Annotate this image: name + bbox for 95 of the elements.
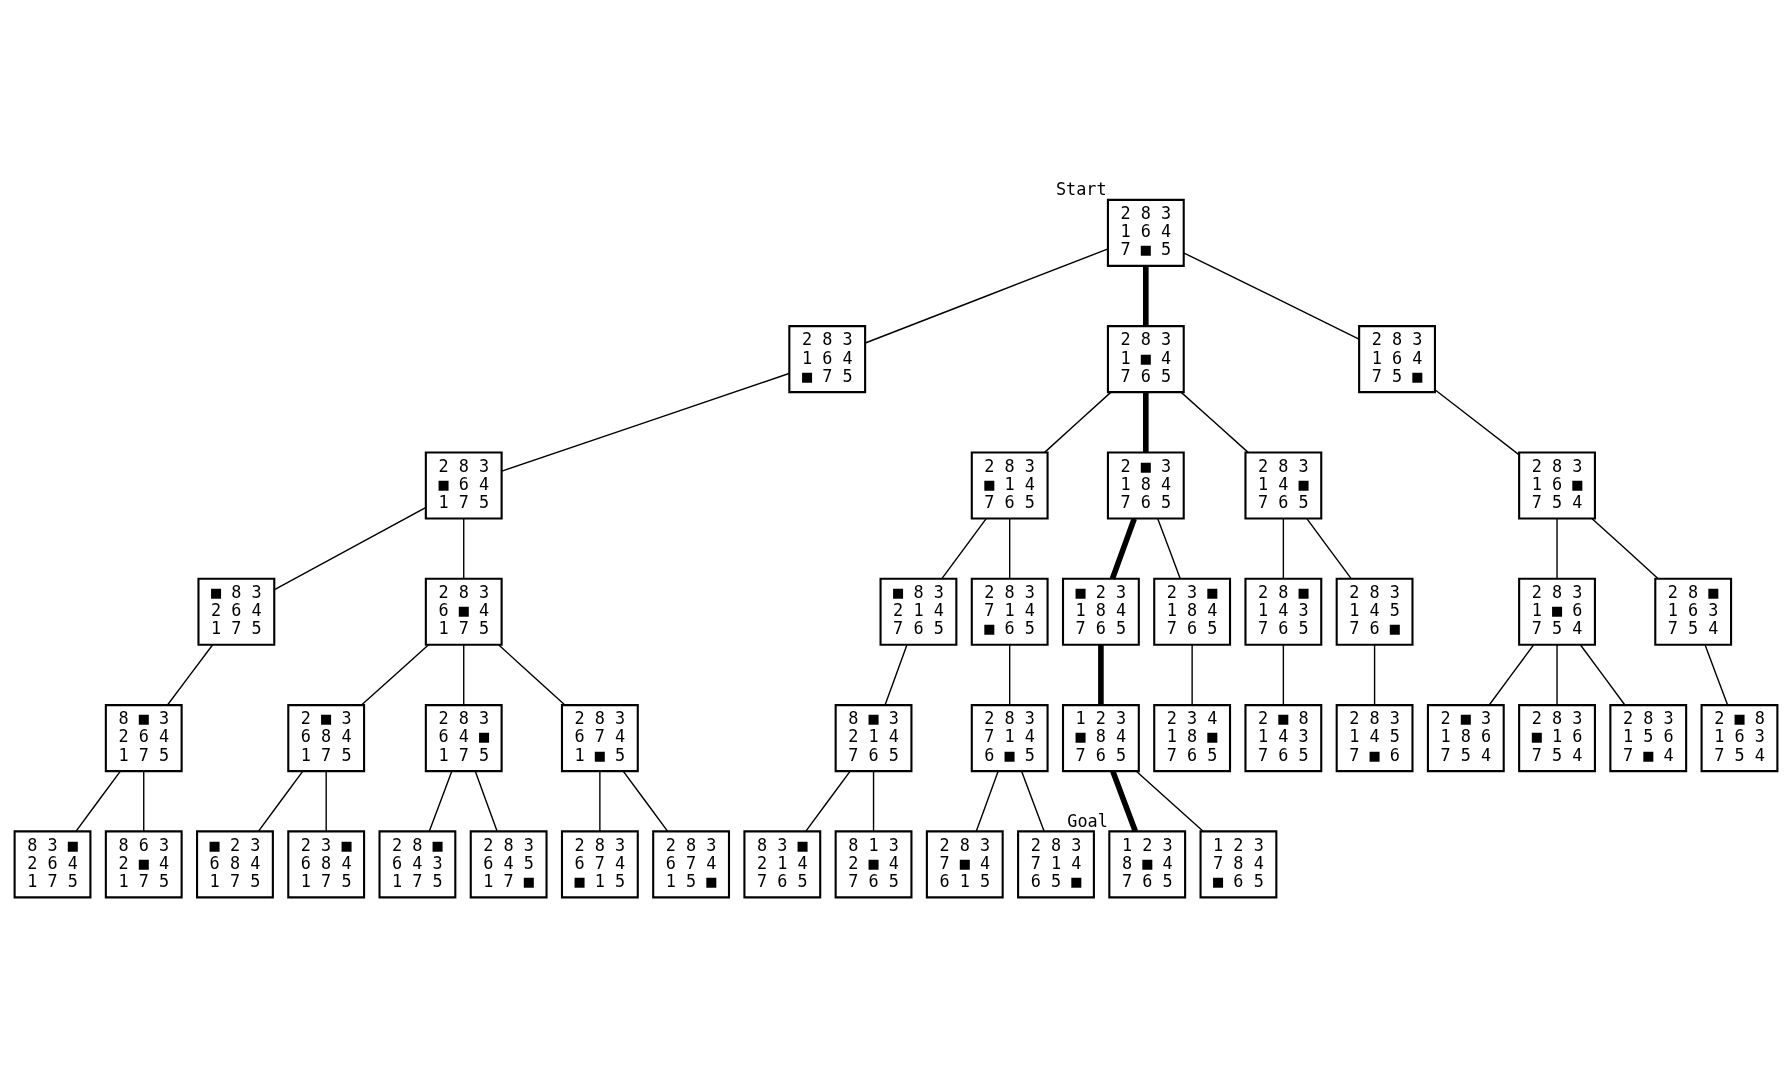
connector	[1143, 265, 1149, 326]
node-box: 2 8 ■ 1 6 3 7 5 4	[1654, 577, 1733, 646]
connector	[1109, 517, 1137, 580]
node-box: 2 ■ 8 1 6 3 7 5 4	[1700, 703, 1779, 772]
node-box: 8 ■ 3 2 1 4 7 6 5	[834, 703, 913, 772]
node-box: 2 8 3 7 1 4 6 5 ■	[1017, 829, 1095, 898]
node-box: 2 3 ■ 1 8 4 7 6 5	[1153, 577, 1232, 646]
node-box: 2 ■ 3 1 8 6 7 5 4	[1426, 703, 1505, 772]
node-box: 2 8 3 ■ 1 6 7 5 4	[1518, 703, 1596, 772]
node-box: 2 3 ■ 6 8 4 1 7 5	[287, 829, 366, 898]
node-box: 2 8 3 1 4 5 7 6 ■	[1335, 577, 1414, 646]
connector	[257, 770, 304, 832]
connector	[941, 517, 987, 579]
node-box: 2 ■ 3 6 8 4 1 7 5	[287, 703, 366, 772]
connector	[1157, 517, 1181, 579]
node-box: 8 1 3 2 ■ 4 7 6 5	[834, 829, 913, 898]
connector	[273, 506, 427, 590]
node-box: 2 8 3 1 5 6 7 ■ 4	[1609, 703, 1688, 772]
node-box: ■ 8 3 2 6 4 1 7 5	[197, 577, 276, 646]
connector	[872, 770, 875, 832]
connector	[1183, 251, 1360, 340]
connector	[1020, 770, 1045, 832]
node-label: Goal	[1067, 810, 1108, 831]
node-box: 2 8 3 6 7 4 ■ 1 5	[560, 829, 639, 898]
connector	[864, 247, 1109, 344]
node-box: 2 8 3 6 7 4 1 5 ■	[652, 829, 731, 898]
node-box: 1 2 3 8 ■ 4 7 6 5	[1108, 829, 1187, 898]
node-box: 2 8 3 1 6 4 7 ■ 5	[1106, 198, 1185, 267]
node-box: 2 ■ 8 1 4 3 7 6 5	[1244, 703, 1323, 772]
node-box: 2 8 ■ 1 4 3 7 6 5	[1244, 577, 1323, 646]
connector	[474, 770, 498, 832]
node-box: 2 8 3 1 4 5 7 ■ 6	[1335, 703, 1414, 772]
connector	[1008, 517, 1011, 579]
node-box: 2 8 3 6 7 4 1 ■ 5	[560, 703, 639, 772]
node-box: 2 8 3 7 1 4 ■ 6 5	[970, 577, 1049, 646]
connector	[75, 770, 121, 832]
node-box: 2 8 3 1 4 ■ 7 6 5	[1244, 450, 1323, 519]
connector	[599, 770, 601, 832]
connector	[1579, 643, 1626, 706]
connector	[463, 517, 465, 579]
connector	[1282, 517, 1285, 579]
node-box: 2 8 3 1 6 ■ 7 5 4	[1518, 450, 1596, 519]
node-box: 2 8 3 1 6 4 ■ 7 5	[788, 324, 867, 393]
connector	[166, 643, 214, 706]
node-box: 8 6 3 2 ■ 4 1 7 5	[104, 829, 183, 898]
connector	[622, 770, 669, 832]
connector	[1282, 643, 1285, 706]
connector	[1191, 643, 1193, 706]
connector	[498, 643, 566, 706]
connector	[1098, 644, 1104, 705]
connector	[428, 770, 453, 832]
connector	[1043, 391, 1112, 453]
node-box: 2 8 3 1 ■ 6 7 5 4	[1518, 577, 1596, 646]
node-box: 2 8 ■ 6 4 3 1 7 5	[378, 829, 457, 898]
node-box: 2 8 3 6 4 ■ 1 7 5	[424, 703, 503, 772]
node-box: 2 8 3 1 ■ 4 7 6 5	[1106, 324, 1185, 393]
connector	[1434, 388, 1520, 455]
connector	[1556, 643, 1558, 706]
connector	[1704, 643, 1729, 706]
connector	[1180, 391, 1249, 453]
node-box: 2 8 3 1 6 4 7 5 ■	[1358, 324, 1436, 393]
node-box: 2 8 3 7 ■ 4 6 1 5	[925, 829, 1004, 898]
node-box: 1 2 3 7 8 4 ■ 6 5	[1199, 829, 1278, 898]
node-box: 8 ■ 3 2 6 4 1 7 5	[104, 703, 183, 772]
connector	[1591, 517, 1659, 579]
node-box: ■ 2 3 6 8 4 1 7 5	[196, 829, 274, 898]
connector	[360, 643, 429, 706]
connector	[143, 770, 145, 832]
node-box: 8 3 ■ 2 6 4 1 7 5	[13, 829, 92, 898]
node-box: 8 3 ■ 2 1 4 7 6 5	[743, 829, 822, 898]
connector	[501, 372, 790, 472]
connector	[805, 770, 851, 832]
node-box: ■ 2 3 1 8 4 7 6 5	[1061, 577, 1140, 646]
connector	[463, 643, 465, 706]
node-box: 2 3 4 1 8 ■ 7 6 5	[1153, 703, 1232, 772]
node-box: 2 8 3 7 1 4 6 ■ 5	[970, 703, 1049, 772]
connector	[975, 770, 999, 832]
connector	[1143, 391, 1149, 452]
node-box: ■ 8 3 2 1 4 7 6 5	[879, 577, 958, 646]
node-label: Start	[1055, 178, 1107, 199]
node-box: 1 2 3 ■ 8 4 7 6 5	[1061, 703, 1140, 772]
node-box: 2 8 3 6 4 5 1 7 ■	[469, 829, 548, 898]
connector	[1556, 517, 1558, 579]
connector	[1110, 769, 1138, 832]
connector	[325, 770, 327, 832]
node-box: 2 8 3 6 ■ 4 1 7 5	[424, 577, 503, 646]
node-box: 2 ■ 3 1 8 4 7 6 5	[1106, 450, 1185, 519]
node-box: 2 8 3 ■ 6 4 1 7 5	[424, 450, 503, 519]
connector	[1488, 643, 1535, 706]
node-box: 2 8 3 ■ 1 4 7 6 5	[970, 450, 1049, 519]
connector	[1373, 643, 1376, 706]
connector	[1135, 770, 1204, 832]
connector	[1008, 643, 1011, 706]
connector	[1306, 517, 1352, 579]
connector	[884, 643, 908, 706]
